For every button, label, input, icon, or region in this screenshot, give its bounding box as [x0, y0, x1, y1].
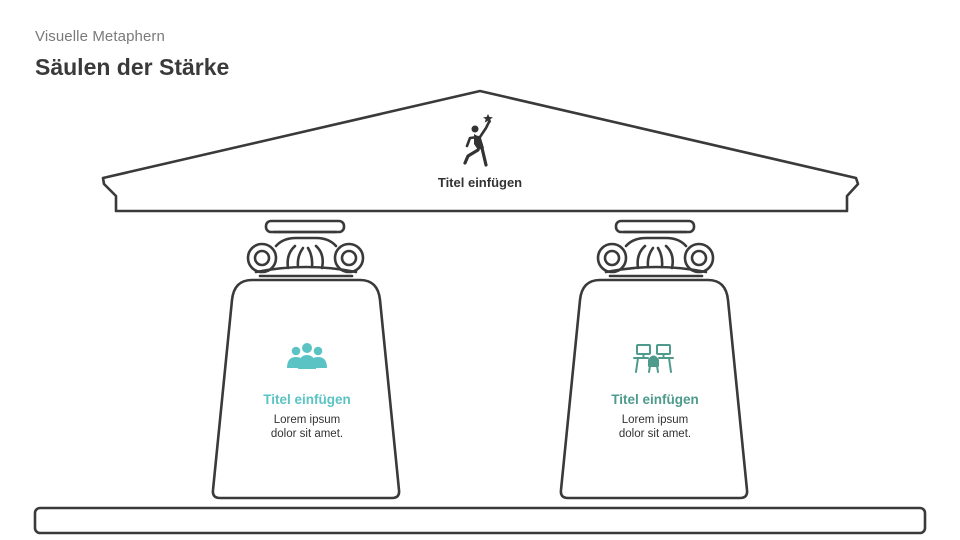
- left-pillar-title: Titel einfügen: [263, 392, 351, 407]
- left-pillar-body-line2: dolor sit amet.: [270, 428, 344, 440]
- right-pillar-text: Titel einfügen Lorem ipsum dolor sit ame…: [580, 392, 730, 441]
- slide-subtitle: Visuelle Metaphern: [35, 28, 165, 45]
- temple-roof: [101, 89, 860, 213]
- right-pillar-body: Lorem ipsum dolor sit amet.: [580, 413, 730, 441]
- left-pillar-body-line1: Lorem ipsum: [273, 414, 341, 426]
- team-icon: [287, 343, 327, 369]
- right-pillar-title: Titel einfügen: [611, 392, 699, 407]
- left-pillar-capital: [246, 219, 365, 278]
- right-pillar-capital: [596, 219, 715, 278]
- right-pillar-body-line2: dolor sit amet.: [618, 428, 692, 440]
- temple-base: [33, 506, 927, 535]
- left-pillar-body: Lorem ipsum dolor sit amet.: [232, 413, 382, 441]
- right-pillar-shaft: [559, 278, 749, 500]
- roof-title: Titel einfügen: [437, 175, 523, 190]
- right-pillar-body-line1: Lorem ipsum: [621, 414, 689, 426]
- left-pillar-text: Titel einfügen Lorem ipsum dolor sit ame…: [232, 392, 382, 441]
- workspace-desks-icon: [633, 344, 674, 373]
- left-pillar-shaft: [211, 278, 401, 500]
- slide-title: Säulen der Stärke: [35, 54, 230, 80]
- achievement-person-icon: [463, 114, 493, 167]
